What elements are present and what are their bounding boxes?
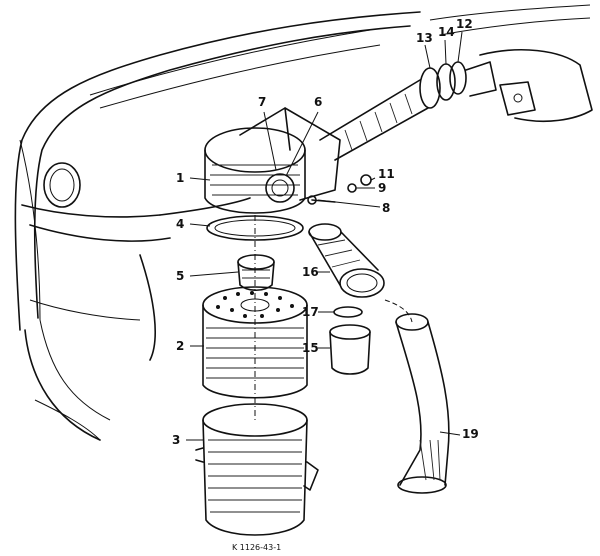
seal-ring-17 <box>333 306 363 318</box>
center-tube-5 <box>237 254 275 292</box>
leader-lines <box>186 31 463 441</box>
label-16: 16 <box>302 265 319 279</box>
label-8: 8 <box>382 201 390 215</box>
sight-cup-15 <box>329 324 371 375</box>
label-15: 15 <box>302 341 319 355</box>
label-11: 11 <box>378 167 395 181</box>
label-17: 17 <box>302 305 319 319</box>
label-3: 3 <box>172 433 180 447</box>
oil-bath-bowl-3 <box>195 403 319 536</box>
label-9: 9 <box>378 181 386 195</box>
intake-pipe <box>319 61 497 161</box>
outlet-port-6 <box>265 173 295 203</box>
label-6: 6 <box>314 95 322 109</box>
hose-clamp-14 <box>436 63 456 101</box>
pre-cleaner-adapter-16 <box>308 223 385 298</box>
label-2: 2 <box>176 339 184 353</box>
bowl-clip-right <box>303 461 319 491</box>
label-7: 7 <box>258 95 266 109</box>
filter-element-2 <box>202 286 308 399</box>
label-4: 4 <box>176 217 184 231</box>
label-5: 5 <box>176 269 184 283</box>
nut-11 <box>360 174 372 186</box>
intake-stack-19 <box>384 299 450 494</box>
label-1: 1 <box>176 171 184 185</box>
filter-housing-cover-1 <box>204 107 341 241</box>
label-12: 12 <box>456 17 473 31</box>
label-14: 14 <box>438 25 455 39</box>
nut-9 <box>347 183 357 193</box>
bowl-clip-left <box>195 447 204 463</box>
part-number-labels: 1 2 3 4 5 6 7 8 9 11 12 13 14 15 16 17 1… <box>172 17 479 447</box>
label-19: 19 <box>462 427 479 441</box>
figure-caption: K 1126-43-1 <box>232 543 281 552</box>
hose-ring-12 <box>449 61 467 95</box>
fasteners <box>307 174 372 205</box>
label-13: 13 <box>416 31 433 45</box>
engine-hood-outline <box>14 4 593 441</box>
